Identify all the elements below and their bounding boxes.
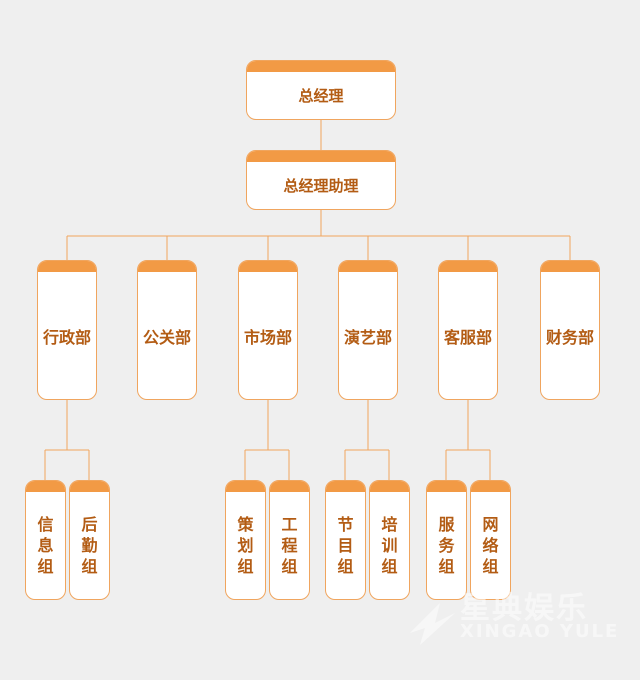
node-label: 节目组 — [326, 492, 365, 599]
node-header-band — [239, 261, 297, 272]
node-header-band — [26, 481, 65, 492]
group-node-admin-1[interactable]: 后勤组 — [69, 480, 110, 600]
group-label-text: 培训组 — [381, 515, 398, 576]
node-label: 网络组 — [471, 492, 510, 599]
node-header-band — [138, 261, 196, 272]
group-node-perform-1[interactable]: 培训组 — [369, 480, 410, 600]
node-label: 总经理助理 — [283, 177, 359, 195]
node-label: 服务组 — [427, 492, 466, 599]
node-header-band — [471, 481, 510, 492]
top-node-general-manager[interactable]: 总经理 — [246, 60, 396, 120]
node-label: 行政部 — [42, 327, 91, 347]
node-label: 后勤组 — [70, 492, 109, 599]
watermark-logo: 星典娱乐 XINGAO YULE — [400, 583, 630, 653]
node-header-band — [226, 481, 265, 492]
dept-node-market[interactable]: 市场部 — [238, 260, 298, 400]
node-header-band — [541, 261, 599, 272]
node-header-band — [370, 481, 409, 492]
node-label: 演艺部 — [343, 327, 392, 347]
node-header-band — [247, 151, 395, 162]
star-logo-icon — [410, 603, 455, 645]
group-node-perform-0[interactable]: 节目组 — [325, 480, 366, 600]
group-node-market-1[interactable]: 工程组 — [269, 480, 310, 600]
node-label: 客服部 — [443, 327, 492, 347]
group-label-text: 工程组 — [281, 515, 298, 576]
group-node-admin-0[interactable]: 信息组 — [25, 480, 66, 600]
group-label-text: 后勤组 — [81, 515, 98, 576]
node-label: 市场部 — [243, 327, 292, 347]
dept-node-pr[interactable]: 公关部 — [137, 260, 197, 400]
node-label: 培训组 — [370, 492, 409, 599]
group-node-market-0[interactable]: 策划组 — [225, 480, 266, 600]
group-label-text: 节目组 — [337, 515, 354, 576]
node-assistant-manager[interactable]: 总经理助理 — [246, 150, 396, 210]
node-label: 公关部 — [142, 327, 191, 347]
node-header-band — [439, 261, 497, 272]
node-header-band — [70, 481, 109, 492]
group-label-text: 网络组 — [482, 515, 499, 576]
node-header-band — [270, 481, 309, 492]
node-label: 信息组 — [26, 492, 65, 599]
group-node-service-0[interactable]: 服务组 — [426, 480, 467, 600]
dept-node-service[interactable]: 客服部 — [438, 260, 498, 400]
node-header-band — [339, 261, 397, 272]
group-label-text: 服务组 — [438, 515, 455, 576]
group-node-service-1[interactable]: 网络组 — [470, 480, 511, 600]
watermark-title: 星典娱乐 — [460, 591, 588, 626]
node-header-band — [427, 481, 466, 492]
node-header-band — [326, 481, 365, 492]
node-label: 工程组 — [270, 492, 309, 599]
node-label: 总经理 — [298, 87, 344, 105]
dept-node-finance[interactable]: 财务部 — [540, 260, 600, 400]
group-label-text: 信息组 — [37, 515, 54, 576]
watermark-subtitle: XINGAO YULE — [460, 621, 620, 642]
dept-node-perform[interactable]: 演艺部 — [338, 260, 398, 400]
node-header-band — [38, 261, 96, 272]
node-label: 策划组 — [226, 492, 265, 599]
node-label: 财务部 — [545, 327, 594, 347]
dept-node-admin[interactable]: 行政部 — [37, 260, 97, 400]
group-label-text: 策划组 — [237, 515, 254, 576]
node-header-band — [247, 61, 395, 72]
